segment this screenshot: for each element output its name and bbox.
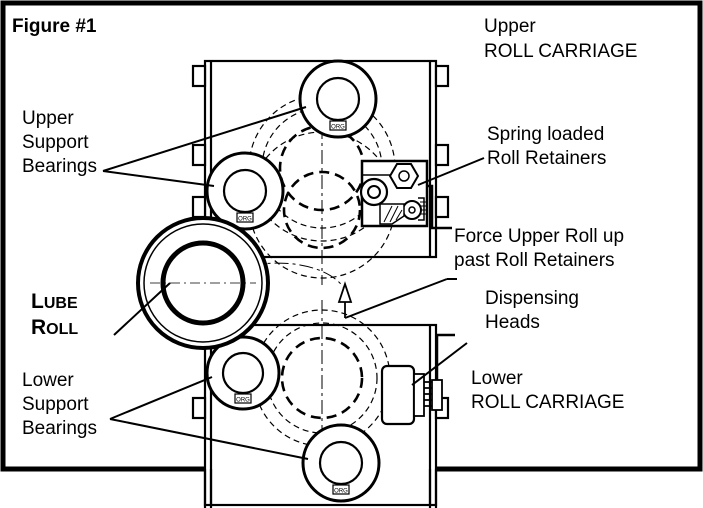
label-spring-loaded-line2: Roll Retainers bbox=[487, 148, 607, 169]
label-force-upper-line1: Force Upper Roll up bbox=[454, 226, 625, 247]
label-spring-loaded-line1: Spring loaded bbox=[487, 124, 605, 145]
label-upper-support-line1: Upper bbox=[22, 108, 74, 129]
label-lube-roll-line1: LUBE bbox=[31, 290, 78, 313]
roll-retainers bbox=[359, 159, 452, 230]
svg-text:ORG: ORG bbox=[238, 217, 252, 223]
dispensing-head bbox=[380, 333, 455, 426]
force-arrow bbox=[337, 281, 353, 303]
label-lower-support-line2: Support bbox=[22, 394, 89, 415]
label-lower-support-line3: Bearings bbox=[22, 418, 97, 439]
label-upper-support-line2: Support bbox=[22, 132, 89, 153]
label-lower-carriage-line1: Lower bbox=[471, 368, 523, 389]
label-lube-roll-line2: ROLL bbox=[31, 316, 79, 339]
bearing-upper-top: ORG bbox=[298, 59, 378, 139]
label-upper-carriage-line2: ROLL CARRIAGE bbox=[484, 41, 638, 62]
lube-roll bbox=[136, 216, 270, 350]
label-lower-support-line1: Lower bbox=[22, 370, 74, 391]
svg-text:ORG: ORG bbox=[236, 398, 250, 404]
svg-text:ORG: ORG bbox=[331, 125, 345, 131]
bearing-lower-left: ORG bbox=[205, 335, 281, 411]
label-upper-support-line3: Bearings bbox=[22, 156, 97, 177]
label-lower-carriage-line2: ROLL CARRIAGE bbox=[471, 392, 625, 413]
bearing-upper-left: ORG bbox=[205, 151, 285, 231]
label-upper-carriage-line1: Upper bbox=[484, 16, 536, 37]
label-dispensing-line1: Dispensing bbox=[485, 288, 579, 309]
leader-lines bbox=[102, 106, 485, 460]
svg-text:ORG: ORG bbox=[334, 489, 348, 495]
bearing-lower-bottom: ORG bbox=[301, 423, 381, 503]
figure-title: Figure #1 bbox=[12, 16, 97, 37]
label-dispensing-line2: Heads bbox=[485, 312, 540, 333]
label-force-upper-line2: past Roll Retainers bbox=[454, 250, 615, 271]
